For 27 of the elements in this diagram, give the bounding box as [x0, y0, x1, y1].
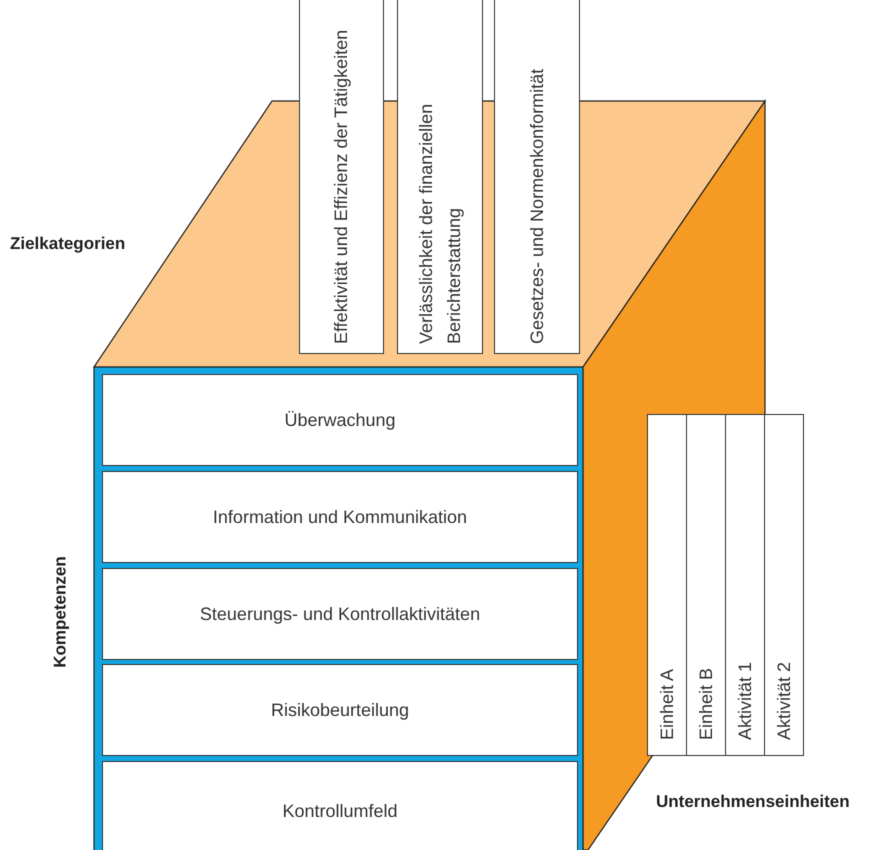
axis-title: Unternehmenseinheiten: [656, 792, 850, 812]
unit-column: [686, 414, 726, 756]
component-layer: [102, 374, 578, 466]
category-label: Effektivität und Effizienz der Tätigkeiten: [330, 30, 352, 344]
unit-label: Einheit A: [656, 668, 678, 740]
layer-label: Risikobeurteilung: [270, 700, 410, 720]
component-layer: [102, 471, 578, 563]
category-box: [494, 0, 580, 354]
unit-label: Aktivität 1: [734, 662, 756, 740]
unit-column: [764, 414, 804, 756]
category-label: Gesetzes- und Normenkonformität: [526, 68, 548, 344]
axis-title: Zielkategorien: [10, 234, 126, 254]
layer-label: Information und Kommunikation: [212, 506, 468, 528]
unit-label: Aktivität 2: [772, 662, 794, 740]
axis-title: Kompetenzen: [50, 556, 70, 668]
unit-column: [725, 414, 765, 756]
component-layer: [102, 568, 578, 660]
layer-label: Kontrollumfeld: [282, 800, 398, 822]
unit-label: Einheit B: [694, 668, 716, 740]
category-label: Verlässlichkeit der finanziellen Berichterstattung: [414, 102, 465, 344]
category-box: [397, 0, 483, 354]
unit-column: [647, 414, 687, 756]
category-box: [299, 0, 384, 354]
component-layer: [102, 664, 578, 756]
layer-label: Überwachung: [284, 410, 396, 430]
component-layer: [102, 761, 578, 850]
layer-label: Steuerungs- und Kontrollaktivitäten: [200, 604, 480, 624]
